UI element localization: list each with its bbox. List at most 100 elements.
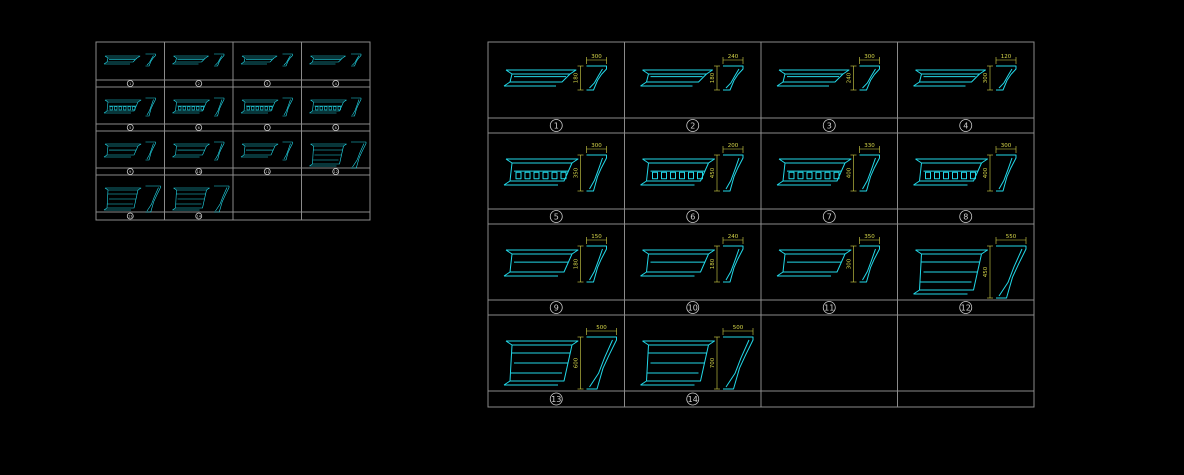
large-detail-number: 3 [827, 122, 832, 131]
small-cornice-perspective [309, 99, 347, 114]
large-detail-number: 12 [961, 304, 971, 313]
large-cornice-perspective [640, 249, 715, 277]
height-dimension-label: 300 [847, 258, 853, 269]
small-cell: 13 [103, 185, 161, 220]
small-cell: 9 [103, 141, 156, 175]
large-detail-number: 4 [963, 122, 968, 131]
width-dimension-label: 350 [864, 234, 875, 240]
large-cornice-perspective [640, 69, 713, 87]
large-section-profile [723, 245, 744, 283]
large-section-profile [996, 245, 1027, 299]
height-dimension-label: 180 [710, 72, 716, 83]
small-detail-number: 11 [265, 170, 269, 174]
small-detail-number-circle [126, 80, 134, 87]
small-detail-number: 7 [266, 126, 268, 130]
large-section-profile [586, 65, 607, 91]
small-section-profile [214, 97, 225, 117]
small-section-profile [282, 141, 293, 161]
small-cell: 10 [172, 141, 225, 175]
large-detail-number-circle [549, 210, 563, 223]
width-dimension-label: 500 [733, 325, 744, 331]
large-cornice-perspective [640, 340, 715, 386]
height-dimension-label: 600 [574, 357, 580, 368]
small-section-profile [214, 185, 230, 213]
large-cornice-perspective [640, 158, 715, 186]
small-cornice-perspective [240, 99, 279, 114]
large-detail-number: 8 [963, 213, 968, 222]
small-detail-number-circle [195, 212, 203, 220]
small-cell: 12 [309, 141, 367, 175]
small-detail-number-circle [126, 168, 134, 175]
height-dimension-label: 300 [983, 72, 989, 83]
large-detail-number-circle [686, 301, 700, 314]
large-dimensions: 500 600 [574, 325, 617, 390]
small-cornice-perspective [240, 143, 279, 158]
height-dimension-label: 350 [574, 167, 580, 178]
height-dimension-label: 700 [710, 357, 716, 368]
width-dimension-label: 500 [596, 325, 607, 331]
large-section-profile [859, 154, 880, 192]
large-cornice-perspective [913, 158, 988, 186]
small-cornice-perspective [240, 55, 278, 65]
small-cell: 2 [172, 53, 225, 87]
height-dimension-label: 240 [847, 72, 853, 83]
large-dimensions: 350 300 [847, 234, 880, 283]
large-cornice-perspective [913, 69, 986, 87]
large-dimensions: 300 350 [574, 143, 607, 192]
small-detail-number: 13 [128, 214, 132, 218]
width-dimension-label: 300 [591, 143, 602, 149]
width-dimension-label: 240 [728, 234, 739, 240]
height-dimension-label: 450 [710, 167, 716, 178]
height-dimension-label: 400 [983, 167, 989, 178]
small-cell: 14 [172, 185, 230, 220]
small-detail-number-circle [332, 168, 340, 175]
large-detail-sheet[interactable]: 3001801240180230024031203004300350520045… [487, 41, 1035, 408]
small-detail-number-circle [126, 124, 134, 131]
small-cell: 11 [240, 141, 293, 175]
small-detail-number: 4 [335, 82, 338, 86]
small-detail-number-circle [195, 124, 203, 131]
large-section-profile [859, 245, 880, 283]
small-cell: 8 [309, 97, 362, 131]
large-section-profile [859, 65, 880, 91]
large-detail-number-circle [822, 119, 836, 132]
small-detail-number: 5 [129, 126, 131, 130]
large-detail-number-circle [959, 119, 973, 132]
large-detail-number-circle [822, 210, 836, 223]
large-detail-number: 14 [688, 395, 698, 404]
large-cornice-perspective [776, 69, 850, 87]
small-detail-number: 6 [198, 126, 200, 130]
small-cell: 5 [103, 97, 156, 131]
small-section-profile [145, 97, 156, 117]
small-cornice-perspective [103, 187, 142, 211]
small-cornice-perspective [172, 55, 209, 65]
small-section-profile [351, 53, 362, 67]
width-dimension-label: 200 [728, 143, 739, 149]
large-section-profile [586, 154, 607, 192]
large-section-profile [586, 336, 617, 390]
small-section-profile [351, 97, 362, 117]
small-detail-number-circle [263, 168, 271, 175]
large-section-profile [996, 154, 1017, 192]
large-cornice-perspective [776, 249, 852, 277]
small-cell: 1 [103, 53, 156, 87]
small-cell: 7 [240, 97, 293, 131]
large-detail-number-circle [686, 210, 700, 223]
small-detail-number: 8 [335, 126, 337, 130]
small-detail-number: 9 [129, 170, 131, 174]
